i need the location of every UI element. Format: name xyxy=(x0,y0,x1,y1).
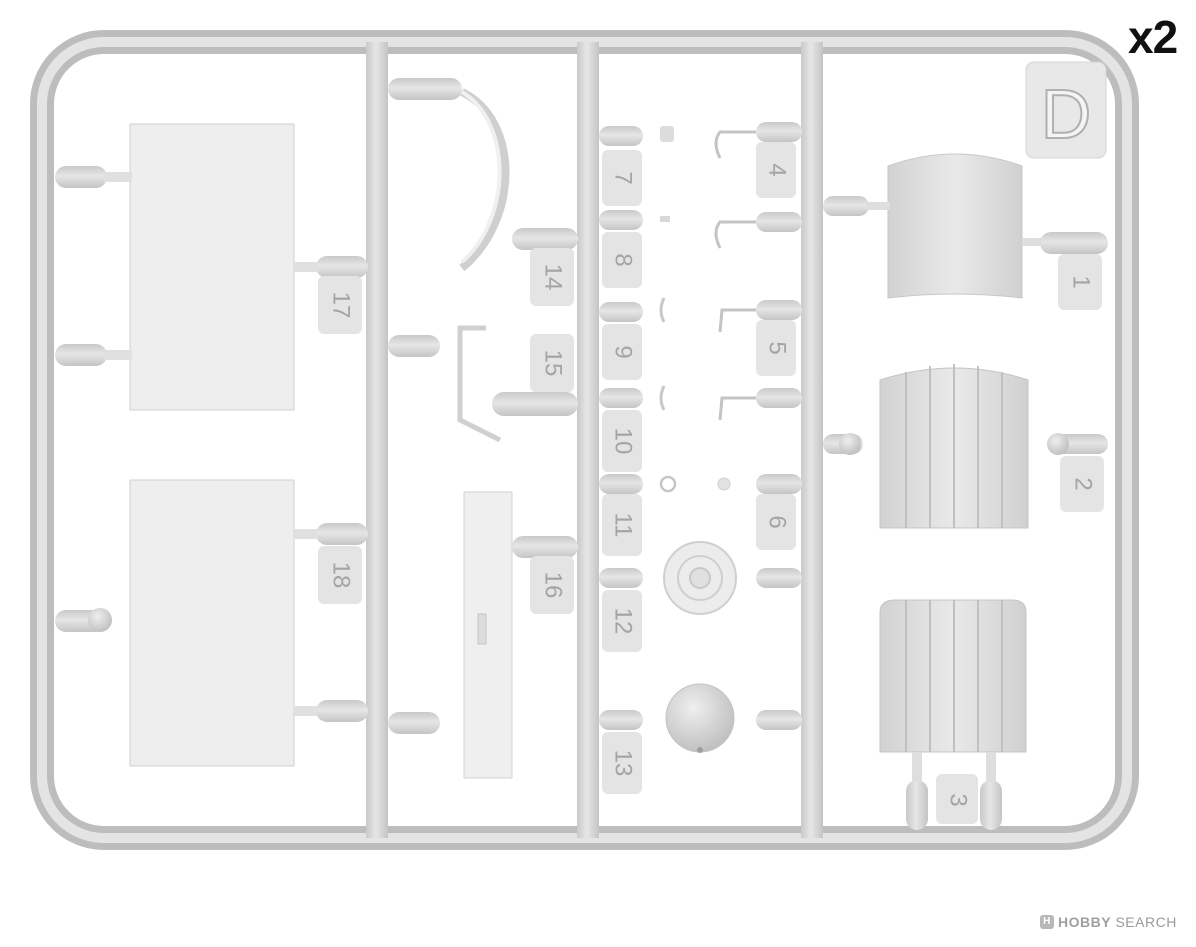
part-number-18: 18 xyxy=(328,562,355,589)
sprue-letter-tag: D xyxy=(1025,61,1107,159)
watermark-text: HOBBY SEARCH xyxy=(1058,914,1177,930)
part-tag-11: 11 xyxy=(602,494,642,556)
part-number-3: 3 xyxy=(945,793,972,806)
part-14-curved-rail xyxy=(388,78,578,272)
part-number-8: 8 xyxy=(610,253,637,266)
sprue-letter-text: D xyxy=(1041,75,1092,153)
hobbysearch-watermark: H HOBBY SEARCH xyxy=(1040,914,1177,930)
part-number-5: 5 xyxy=(764,341,791,354)
part-number-17: 17 xyxy=(328,292,355,319)
small-parts-left-gates xyxy=(599,126,677,730)
part-number-4: 4 xyxy=(764,163,791,176)
part-tag-14: 14 xyxy=(530,248,574,306)
part-15-bracket xyxy=(388,325,578,443)
part-2-ribbed-fender xyxy=(823,364,1108,529)
part-tag-2: 2 xyxy=(1060,456,1104,512)
part-number-9: 9 xyxy=(610,345,637,358)
part-number-11: 11 xyxy=(610,513,637,538)
part-17-panel xyxy=(55,123,368,411)
part-13-ball xyxy=(665,683,735,753)
part-tag-8: 8 xyxy=(602,232,642,288)
part-tag-13: 13 xyxy=(602,732,642,794)
part-number-14: 14 xyxy=(540,264,567,291)
part-number-2: 2 xyxy=(1070,477,1097,490)
part-number-tags: 1 2 3 4 5 6 7 8 9 10 11 12 13 14 15 16 1… xyxy=(318,142,1104,824)
part-12-disc xyxy=(663,541,737,615)
part-tag-10: 10 xyxy=(602,410,642,472)
part-tag-18: 18 xyxy=(318,546,362,604)
small-parts-right-gates xyxy=(714,122,802,730)
part-tag-15: 15 xyxy=(530,334,574,392)
watermark-logo-icon: H xyxy=(1040,915,1054,929)
part-tag-4: 4 xyxy=(756,142,796,198)
part-number-6: 6 xyxy=(764,515,791,528)
part-3-ribbed-fender xyxy=(879,599,1027,830)
part-tag-7: 7 xyxy=(602,150,642,206)
vertical-runners xyxy=(366,42,823,838)
part-tag-1: 1 xyxy=(1058,254,1102,310)
part-number-16: 16 xyxy=(540,572,567,599)
part-tag-6: 6 xyxy=(756,494,796,550)
part-tag-9: 9 xyxy=(602,324,642,380)
part-number-15: 15 xyxy=(540,350,567,377)
part-number-13: 13 xyxy=(610,750,637,777)
part-tag-16: 16 xyxy=(530,556,574,614)
part-1-cover xyxy=(823,153,1108,299)
part-tag-3: 3 xyxy=(936,774,978,824)
part-number-7: 7 xyxy=(610,171,637,184)
part-tag-12: 12 xyxy=(602,590,642,652)
part-16-strip xyxy=(388,491,578,779)
part-tag-5: 5 xyxy=(756,320,796,376)
quantity-multiplier: x2 xyxy=(1128,11,1178,63)
part-number-10: 10 xyxy=(610,428,637,455)
part-number-1: 1 xyxy=(1068,275,1095,288)
part-tag-17: 17 xyxy=(318,276,362,334)
part-number-12: 12 xyxy=(610,608,637,635)
part-18-panel xyxy=(55,479,368,767)
